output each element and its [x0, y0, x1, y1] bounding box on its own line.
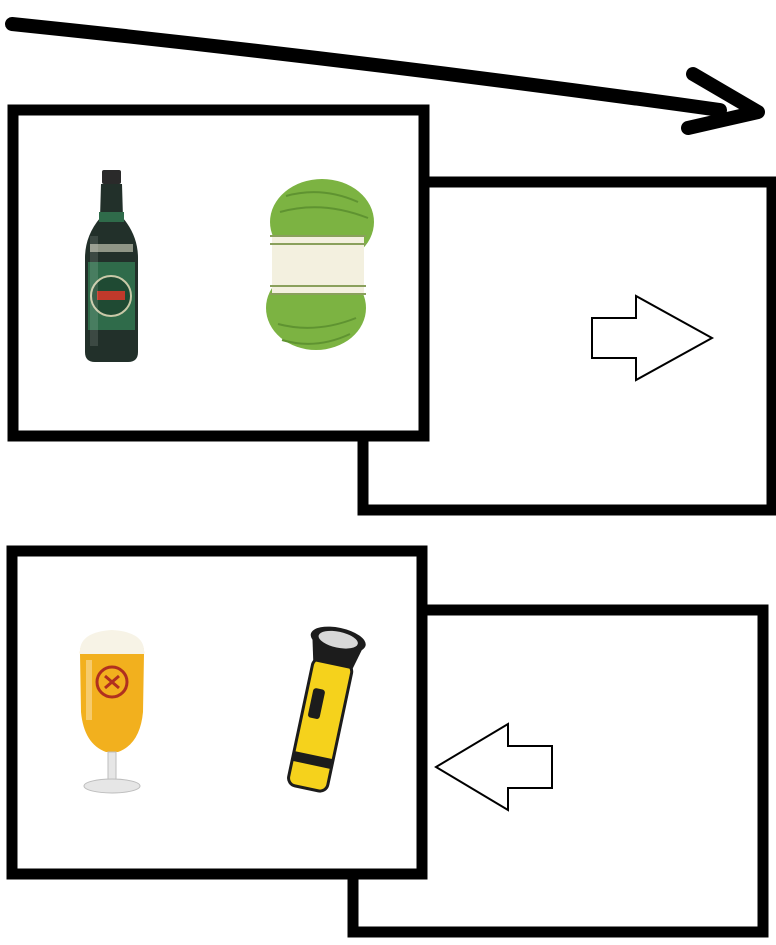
- trial-1: [13, 110, 772, 510]
- trial-2-first-screen: [12, 551, 422, 874]
- trial-2: [12, 551, 763, 932]
- green-yarn-ball-icon: [266, 179, 374, 350]
